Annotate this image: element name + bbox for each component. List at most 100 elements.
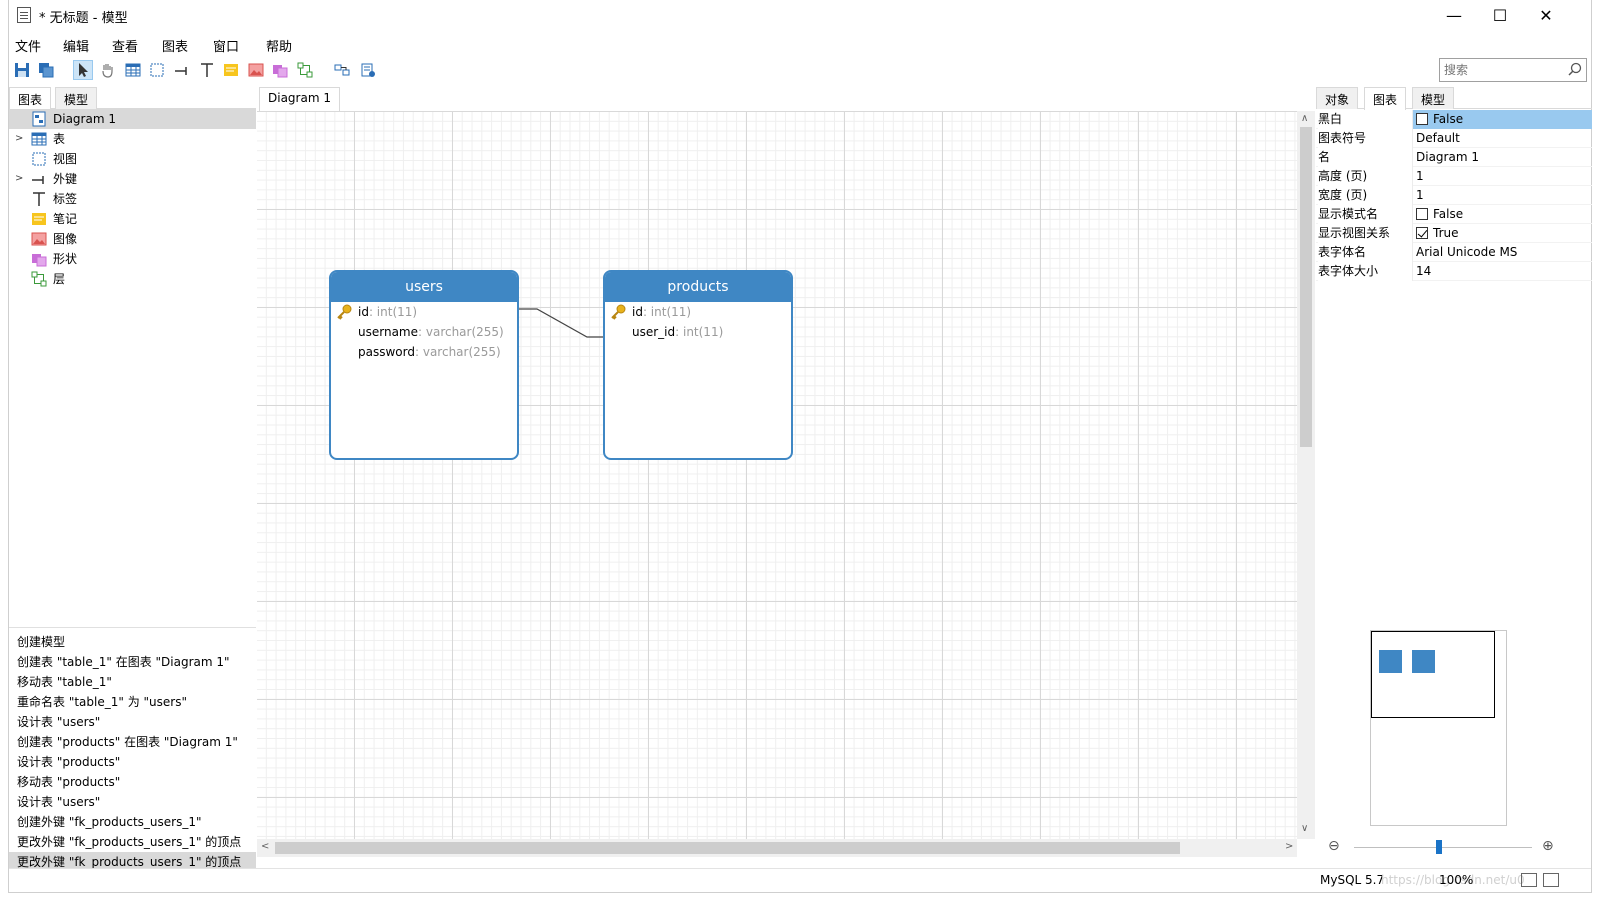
property-value[interactable]: Diagram 1: [1412, 148, 1592, 167]
minimap-viewport[interactable]: [1371, 631, 1495, 718]
horizontal-scroll-thumb[interactable]: [275, 842, 1180, 854]
property-row[interactable]: 表字体名 Arial Unicode MS: [1316, 243, 1592, 262]
table-column[interactable]: user_id: int(11): [605, 322, 791, 342]
tab-model[interactable]: 模型: [55, 87, 98, 109]
tree-item-shapes[interactable]: 形状: [9, 249, 256, 269]
property-row[interactable]: 图表符号 Default: [1316, 129, 1592, 148]
chevron-right-icon[interactable]: >: [15, 133, 24, 144]
entity-table-users[interactable]: users id: int(11) username: varchar(255)…: [329, 270, 519, 460]
search-input[interactable]: [1440, 59, 1560, 81]
property-value[interactable]: 1: [1412, 167, 1592, 186]
tree-item-foreign-keys[interactable]: > 外键: [9, 169, 256, 189]
layout-split-icon[interactable]: [1521, 873, 1537, 887]
tree-item-labels[interactable]: 标签: [9, 189, 256, 209]
property-row[interactable]: 名 Diagram 1: [1316, 148, 1592, 167]
tab-object[interactable]: 对象: [1316, 87, 1359, 109]
scroll-down-icon[interactable]: ∨: [1301, 823, 1309, 834]
pointer-tool-icon[interactable]: [73, 60, 93, 80]
scroll-left-icon[interactable]: <: [261, 841, 270, 852]
property-value[interactable]: False: [1412, 205, 1592, 224]
vertical-scroll-thumb[interactable]: [1300, 127, 1312, 447]
diagram-minimap[interactable]: [1370, 630, 1507, 826]
history-item[interactable]: 创建表 "table_1" 在图表 "Diagram 1": [17, 655, 230, 669]
entity-table-products[interactable]: products id: int(11) user_id: int(11): [603, 270, 793, 460]
property-row[interactable]: 表字体大小 14: [1316, 262, 1592, 281]
zoom-slider-track[interactable]: [1354, 847, 1532, 848]
close-button[interactable]: ✕: [1539, 6, 1553, 25]
save-as-icon[interactable]: [36, 60, 56, 80]
horizontal-scrollbar[interactable]: < >: [257, 839, 1297, 857]
property-value[interactable]: Arial Unicode MS: [1412, 243, 1592, 262]
auto-layout-icon[interactable]: [332, 60, 352, 80]
tree-item-tables[interactable]: > 表: [9, 129, 256, 149]
tree-item-images[interactable]: 图像: [9, 229, 256, 249]
table-column[interactable]: username: varchar(255): [331, 322, 517, 342]
hand-tool-icon[interactable]: [97, 60, 117, 80]
zoom-slider-handle[interactable]: [1436, 840, 1442, 854]
new-layer-icon[interactable]: [295, 60, 315, 80]
property-value[interactable]: 14: [1412, 262, 1592, 281]
history-item[interactable]: 更改外键 "fk_products_users_1" 的顶点: [9, 852, 256, 872]
diagram-canvas[interactable]: users id: int(11) username: varchar(255)…: [257, 111, 1297, 839]
new-table-icon[interactable]: [123, 60, 143, 80]
tab-diagrams[interactable]: 图表: [9, 87, 52, 110]
history-item[interactable]: 移动表 "products": [17, 775, 121, 789]
checkbox[interactable]: [1416, 113, 1428, 125]
property-value[interactable]: True: [1412, 224, 1592, 243]
menu-edit[interactable]: 编辑: [63, 40, 90, 55]
vertical-scrollbar[interactable]: ∧ ∨: [1297, 111, 1315, 839]
diagram-settings-icon[interactable]: [358, 60, 378, 80]
tab-diagram-1[interactable]: Diagram 1: [259, 87, 340, 111]
tab-diagram[interactable]: 图表: [1364, 87, 1407, 110]
history-item[interactable]: 设计表 "users": [17, 795, 101, 809]
new-foreign-key-icon[interactable]: [172, 60, 192, 80]
property-row[interactable]: 显示视图关系 True: [1316, 224, 1592, 243]
property-row[interactable]: 宽度 (页) 1: [1316, 186, 1592, 205]
menu-diagram[interactable]: 图表: [162, 40, 189, 55]
menu-view[interactable]: 查看: [112, 40, 139, 55]
history-item[interactable]: 设计表 "users": [17, 715, 101, 729]
save-icon[interactable]: [12, 60, 32, 80]
chevron-right-icon[interactable]: >: [15, 173, 24, 184]
table-column[interactable]: id: int(11): [605, 302, 791, 322]
menu-help[interactable]: 帮助: [266, 40, 293, 55]
history-item[interactable]: 移动表 "table_1": [17, 675, 112, 689]
tree-item-views[interactable]: 视图: [9, 149, 256, 169]
foreign-key-line[interactable]: [519, 308, 605, 338]
scroll-right-icon[interactable]: >: [1285, 841, 1294, 852]
new-label-icon[interactable]: [197, 60, 217, 80]
history-item[interactable]: 更改外键 "fk_products_users_1" 的顶点: [17, 835, 242, 849]
property-value[interactable]: 1: [1412, 186, 1592, 205]
new-image-icon[interactable]: [246, 60, 266, 80]
property-row[interactable]: 显示模式名 False: [1316, 205, 1592, 224]
history-item[interactable]: 设计表 "products": [17, 755, 121, 769]
menu-window[interactable]: 窗口: [213, 40, 240, 55]
layout-panel-icon[interactable]: [1543, 873, 1559, 887]
history-item[interactable]: 重命名表 "table_1" 为 "users": [17, 695, 187, 709]
new-shape-icon[interactable]: [270, 60, 290, 80]
search-icon[interactable]: [1568, 62, 1582, 79]
checkbox[interactable]: [1416, 208, 1428, 220]
tree-item-layers[interactable]: 层: [9, 269, 256, 289]
new-view-icon[interactable]: [147, 60, 167, 80]
zoom-out-icon[interactable]: ⊖: [1328, 838, 1340, 854]
property-value[interactable]: Default: [1412, 129, 1592, 148]
property-value[interactable]: False: [1412, 110, 1592, 129]
property-row[interactable]: 高度 (页) 1: [1316, 167, 1592, 186]
tree-item-notes[interactable]: 笔记: [9, 209, 256, 229]
history-item[interactable]: 创建外键 "fk_products_users_1": [17, 815, 202, 829]
table-column[interactable]: id: int(11): [331, 302, 517, 322]
property-row[interactable]: 黑白 False: [1316, 110, 1592, 129]
tree-item-diagram-1[interactable]: Diagram 1: [9, 109, 256, 129]
minimize-button[interactable]: —: [1446, 6, 1462, 25]
scroll-up-icon[interactable]: ∧: [1301, 113, 1309, 124]
new-note-icon[interactable]: [221, 60, 241, 80]
checkbox-checked[interactable]: [1416, 227, 1428, 239]
zoom-in-icon[interactable]: ⊕: [1542, 838, 1554, 854]
table-column[interactable]: password: varchar(255): [331, 342, 517, 362]
history-item[interactable]: 创建模型: [17, 635, 66, 649]
menu-file[interactable]: 文件: [15, 40, 42, 55]
history-item[interactable]: 创建表 "products" 在图表 "Diagram 1": [17, 735, 238, 749]
maximize-button[interactable]: ☐: [1492, 6, 1508, 25]
tab-model-props[interactable]: 模型: [1412, 87, 1455, 109]
